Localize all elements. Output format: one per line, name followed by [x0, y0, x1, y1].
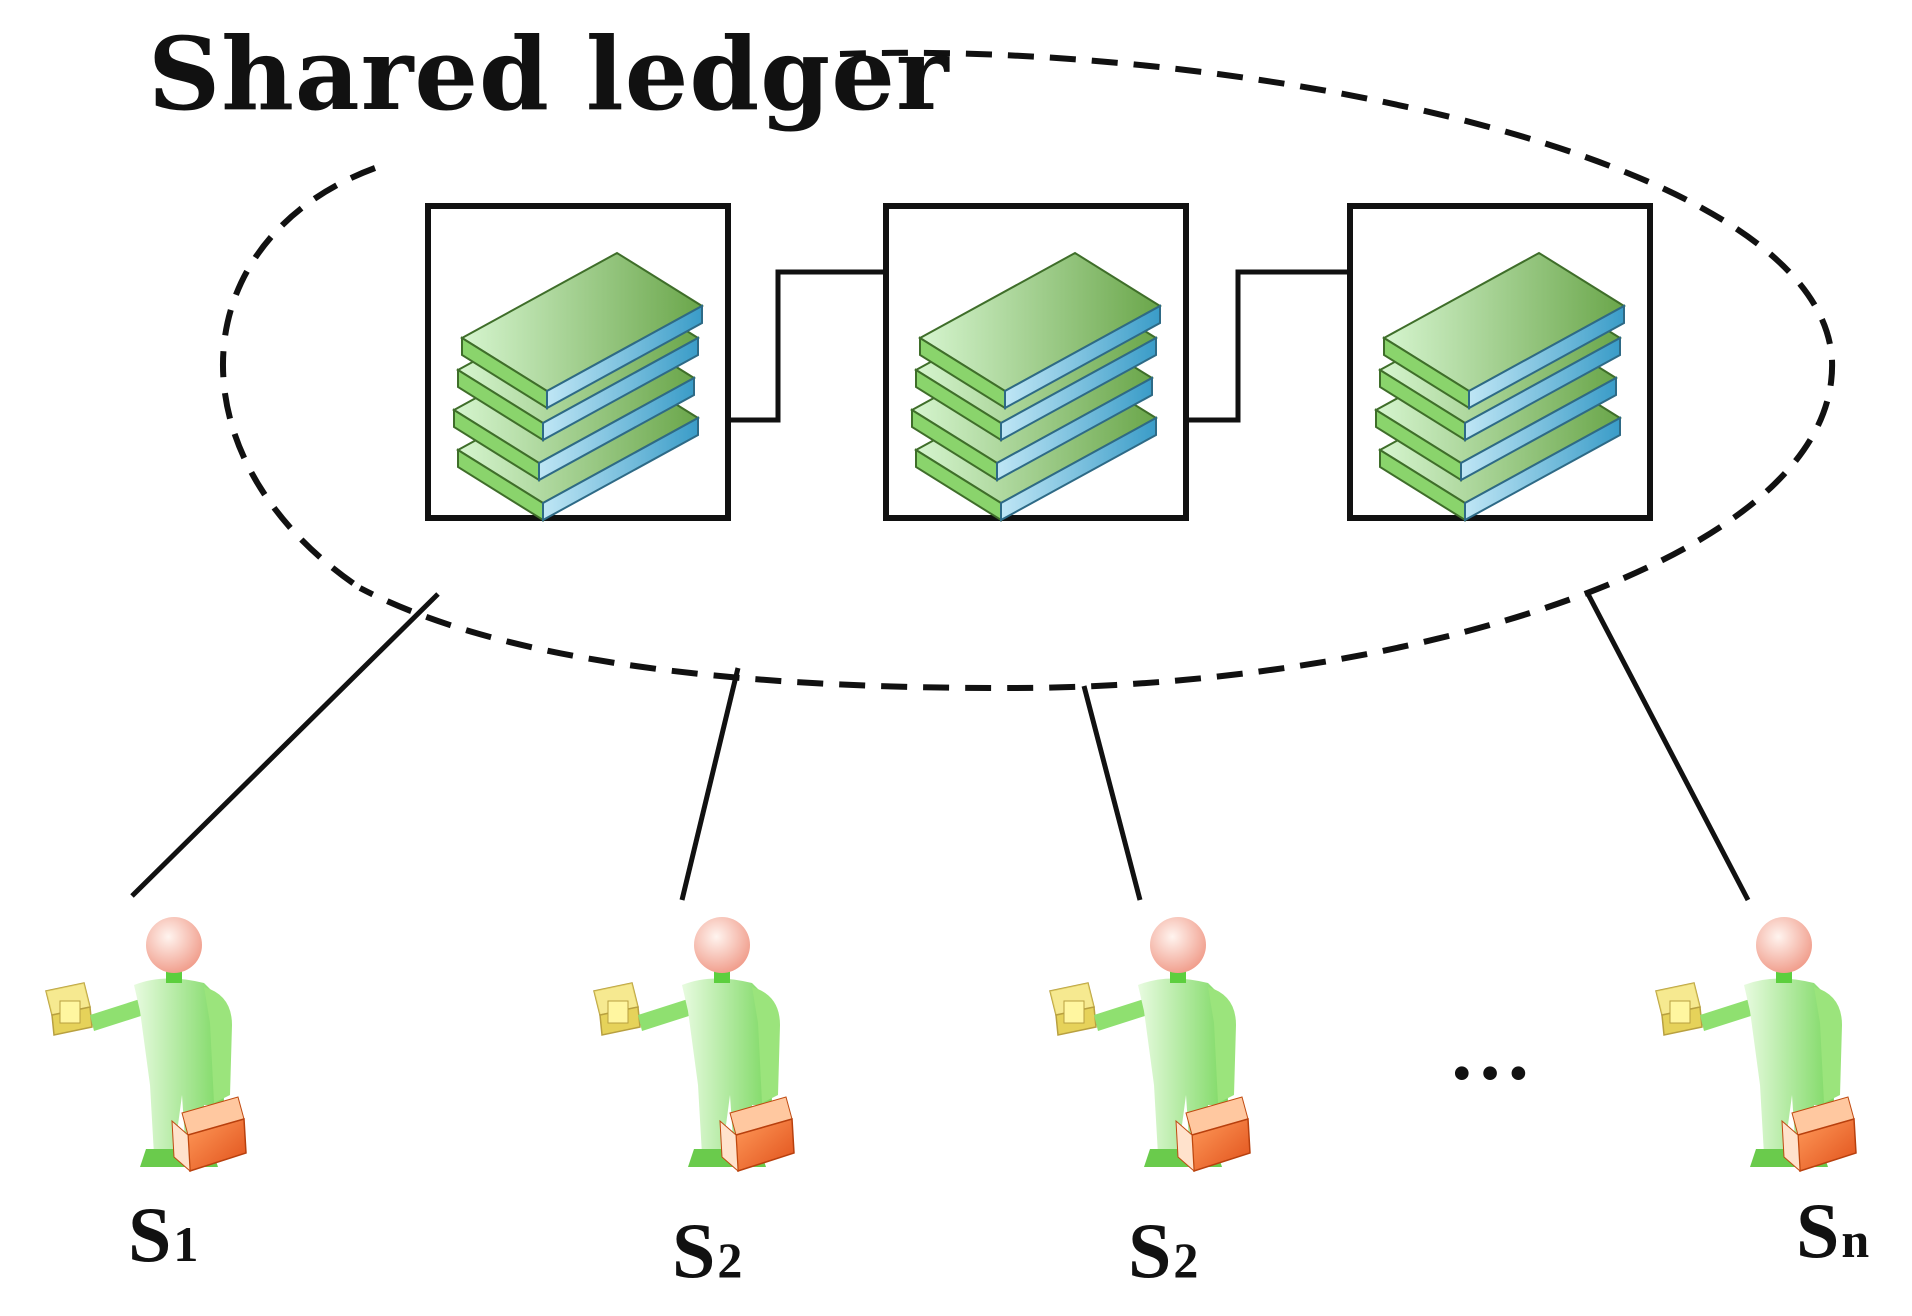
participant-label-2: S2 — [672, 1207, 743, 1294]
participant-label-3: S2 — [1128, 1207, 1199, 1294]
participant-icon — [1049, 916, 1251, 1172]
participant-icon — [1655, 916, 1857, 1172]
chain-link-1 — [728, 269, 886, 423]
connection-line-2 — [679, 667, 741, 901]
chain-link-2 — [1186, 269, 1350, 423]
participant-icon — [593, 916, 795, 1172]
participant-icon — [45, 916, 247, 1172]
connection-line-4 — [1585, 592, 1751, 902]
participant-label-1: S1 — [128, 1191, 199, 1278]
shared-ledger-boundary — [220, 49, 1836, 692]
connection-line-3 — [1081, 685, 1143, 901]
connection-line-1 — [130, 592, 440, 898]
participant-label-n: Sn — [1796, 1187, 1870, 1274]
ellipsis-text: … — [1448, 1005, 1532, 1098]
diagram-title: Shared ledger — [148, 15, 950, 133]
